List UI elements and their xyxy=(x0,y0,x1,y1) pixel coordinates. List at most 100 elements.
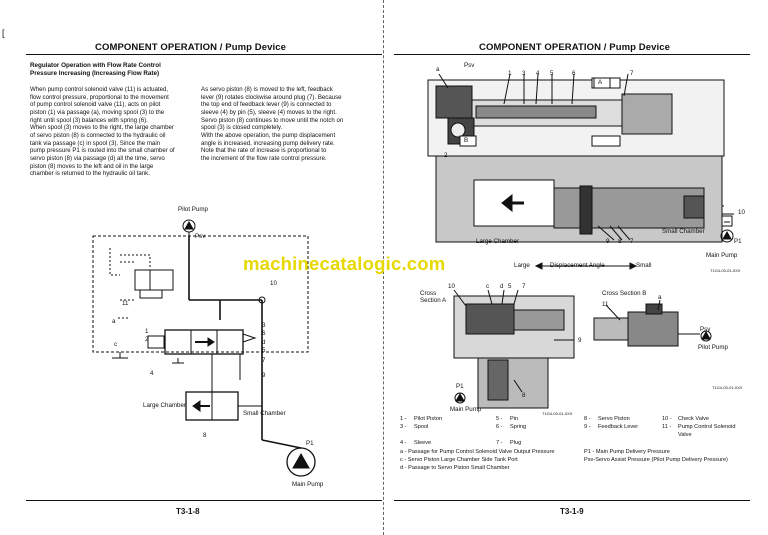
pressure-entry: Psv-Servo Assist Pressure (Pilot Pump De… xyxy=(584,457,728,463)
legend-entry: Pin xyxy=(510,416,519,422)
body-line: servo piston (8) via passage (d) all the… xyxy=(30,154,165,162)
legend-entry: Feedback Lever xyxy=(598,424,639,430)
legend-entry: 9 - xyxy=(584,424,591,430)
body-line: of servo piston (8) is connected to the … xyxy=(30,131,166,139)
legend-entry: 8 - xyxy=(584,416,591,422)
sa-callout-10: 10 xyxy=(448,283,455,290)
callout-7: 7 xyxy=(630,70,634,77)
sa-callout-8: 8 xyxy=(522,392,526,399)
sa-callout-9: 9 xyxy=(578,337,582,344)
legend-entry: 10 - xyxy=(662,416,672,422)
callout-9: 9 xyxy=(606,238,610,245)
body-line: the increment of the flow rate control p… xyxy=(201,154,327,162)
sa-callout-7: 7 xyxy=(522,283,526,290)
figure-ref-top: T1G4-03-01-0XX xyxy=(710,268,741,273)
callout-8: 8 xyxy=(203,432,207,439)
body-line: lever (9) rotates clockwise around plug … xyxy=(201,93,342,101)
sa-p1: P1 xyxy=(456,383,464,390)
callout-5: 5 xyxy=(262,347,266,354)
header-rule xyxy=(394,54,750,55)
large-chamber-label: Large Chamber xyxy=(476,238,519,245)
callout-7b: 7 xyxy=(630,238,634,245)
callout-9: 9 xyxy=(262,372,266,379)
callout-2: 2 xyxy=(145,336,149,343)
body-line: sleeve (4) by pin (5), sleeve (4) moves … xyxy=(201,108,337,116)
page-divider xyxy=(383,0,384,535)
main-pump-label: Main Pump xyxy=(292,481,324,488)
corner-mark: [ xyxy=(2,28,5,38)
body-line: chamber is returned to the hydraulic oil… xyxy=(30,170,150,178)
callout-3: 3 xyxy=(262,322,266,329)
header-rule xyxy=(26,54,382,55)
sa-callout-d: d xyxy=(500,283,504,290)
sa-callout-5: 5 xyxy=(508,283,512,290)
large-chamber-label: Large Chamber xyxy=(143,402,186,409)
footer-rule xyxy=(394,500,750,501)
legend-entry: Pump Control Solenoid xyxy=(678,424,736,430)
passage-entry: a - Passage for Pump Control Solenoid Va… xyxy=(400,449,555,455)
small-label: Small xyxy=(636,262,652,269)
section-b-title: Cross Section B xyxy=(602,290,647,297)
body-line: Note that the rate of increase is propor… xyxy=(201,147,327,155)
callout-6: 6 xyxy=(572,70,576,77)
p1-label: P1 xyxy=(734,238,742,245)
arrow-B: B xyxy=(464,137,469,144)
main-pump-label: Main Pump xyxy=(706,252,738,259)
body-line: angle is increased, increasing pump deli… xyxy=(201,139,335,147)
left-page: COMPONENT OPERATION / Pump Device Regula… xyxy=(26,42,382,516)
legend-entry: 11 - xyxy=(662,424,672,430)
legend-entry: 7 - xyxy=(496,440,503,446)
section-a-title-2: Section A xyxy=(420,297,447,304)
legend-entry: 4 - xyxy=(400,440,407,446)
passage-entry: c - Servo Piston Large Chamber Side Tank… xyxy=(400,457,518,463)
body-line: When pump control solenoid valve (11) is… xyxy=(30,86,169,93)
callout-6: 6 xyxy=(262,330,266,337)
watermark: machinecatalogic.com xyxy=(243,253,446,274)
section-title-line1: Regulator Operation with Flow Rate Contr… xyxy=(30,62,161,69)
p1-label: P1 xyxy=(306,440,314,447)
body-line: As servo piston (8) is moved to the left… xyxy=(201,86,333,93)
callout-7: 7 xyxy=(262,357,266,364)
legend-entry: Valve xyxy=(678,432,692,438)
callout-10: 10 xyxy=(738,209,745,216)
pressure-entry: P1 - Main Pump Delivery Pressure xyxy=(584,449,670,455)
regulator-cross-section xyxy=(427,73,734,270)
legend-entry: Servo Piston xyxy=(598,416,630,422)
legend-entry: Check Valve xyxy=(678,416,709,422)
sb-pilot-pump: Pilot Pump xyxy=(698,344,728,351)
hydraulic-schematic xyxy=(92,219,316,477)
legend-entry: Pilot Piston xyxy=(414,416,442,422)
sb-callout-a: a xyxy=(658,294,662,301)
sa-main-pump: Main Pump xyxy=(450,406,482,413)
cross-sections xyxy=(453,289,712,409)
small-chamber-label: Small Chamber xyxy=(662,228,705,235)
legend-entry: Spool xyxy=(414,424,429,430)
body-line: the top end of feedback lever (9) is con… xyxy=(201,101,332,109)
body-line: tank via passage (c) in spool (3). Since… xyxy=(30,139,161,147)
legend-entry: 1 - xyxy=(400,416,407,422)
body-line: pump pressure P1 is routed into the smal… xyxy=(30,147,175,155)
callout-11: 11 xyxy=(122,300,129,307)
body-line: spool (3) is closed completely. xyxy=(201,124,283,132)
sb-callout-11: 11 xyxy=(602,301,609,308)
page-header: COMPONENT OPERATION / Pump Device xyxy=(479,42,671,53)
figure-ref-b: T1G4-03-01-0XX xyxy=(712,385,743,390)
body-line: With the above operation, the pump displ… xyxy=(201,131,336,139)
section-a-title-1: Cross xyxy=(420,290,437,297)
body-line: right until spool (3) balances with spri… xyxy=(30,116,148,124)
page-header: COMPONENT OPERATION / Pump Device xyxy=(95,42,287,53)
section-title-line2: Pressure Increasing (Increasing Flow Rat… xyxy=(30,70,160,77)
passage-entry: d - Passage to Servo Piston Small Chambe… xyxy=(400,465,510,471)
callout-a: a xyxy=(112,318,116,325)
callout-8: 8 xyxy=(618,238,622,245)
callout-c: c xyxy=(114,341,118,348)
sb-psv: Psv xyxy=(700,326,711,333)
body-line: Servo piston (8) continues to move until… xyxy=(201,116,344,124)
page-number: T3-1-9 xyxy=(560,507,584,516)
callout-4: 4 xyxy=(536,70,540,77)
legend-entry: 3 - xyxy=(400,424,407,430)
page-number: T3-1-8 xyxy=(176,507,200,516)
pilot-pump-label: Pilot Pump xyxy=(178,206,208,213)
figure-ref-a: T1G4-03-01-0XX xyxy=(542,411,573,416)
body-line: piston (8) moves to the left and oil in … xyxy=(30,162,154,170)
